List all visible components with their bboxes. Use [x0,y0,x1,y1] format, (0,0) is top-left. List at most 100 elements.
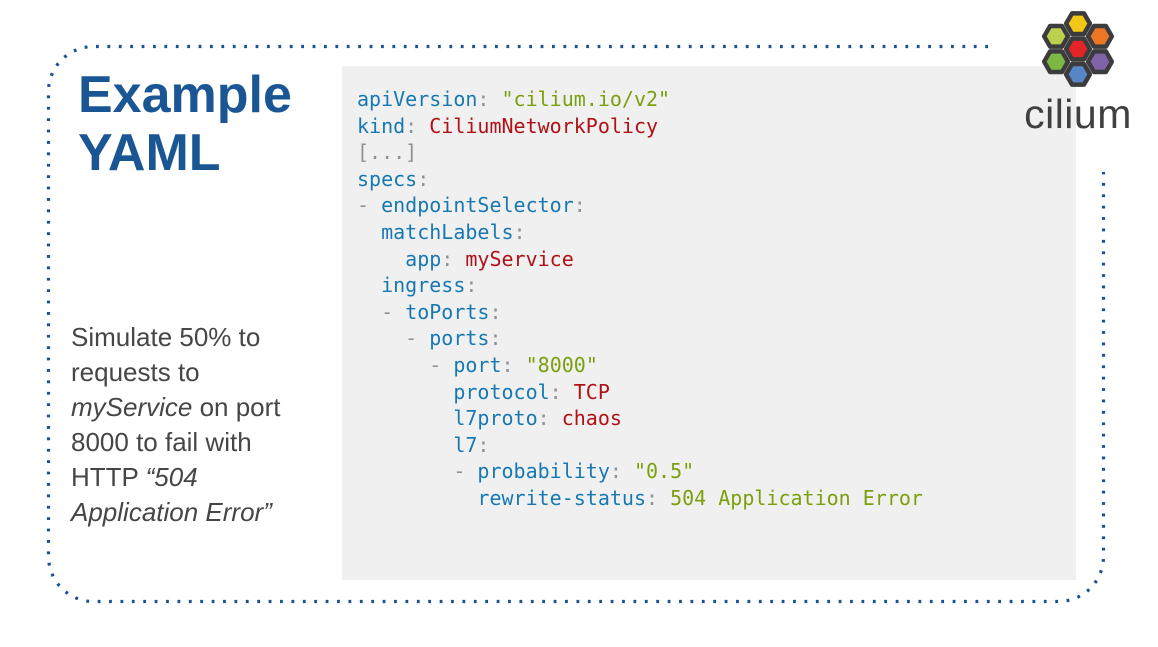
code-token-plain [357,380,453,404]
code-token-punctuation: : [501,352,526,377]
code-token-punctuation: - [405,326,430,351]
code-token-value: myService [465,246,574,271]
description-segment: HTTP [71,462,146,492]
code-token-key: app [405,246,442,271]
description-segment: “504 [145,462,198,492]
code-token-punctuation: : [477,87,502,111]
code-token-value: chaos [561,406,622,431]
cilium-logo-icon [1041,11,1115,87]
code-token-plain [357,247,405,271]
code-token-punctuation: : [465,273,478,298]
code-token-punctuation: [...] [357,140,418,165]
code-token-plain [357,433,453,457]
code-token-punctuation: : [477,432,490,457]
code-token-key: port [453,352,502,377]
code-line: - endpointSelector: [357,192,1076,219]
code-token-punctuation: : [405,113,430,138]
code-token-punctuation: : [489,299,502,324]
description-line: 8000 to fail with [71,425,346,460]
code-line: rewrite-status: 504 Application Error [357,485,1076,512]
cilium-logo: cilium [1003,8,1153,136]
code-line: - probability: "0.5" [357,458,1076,485]
description-segment: 8000 to fail with [71,427,252,457]
code-token-punctuation: : [417,166,430,191]
code-token-plain [357,406,453,430]
hexagon-lower-right [1085,49,1115,75]
description-segment: Application Error” [71,497,272,527]
code-token-plain [357,220,381,244]
code-token-value: TCP [573,379,610,404]
hexagon-center [1063,36,1093,62]
code-token-plain [357,459,453,483]
code-token-key: matchLabels [381,219,514,244]
code-line: l7proto: chaos [357,405,1076,432]
code-token-key: protocol [453,379,550,404]
code-token-punctuation: - [357,193,382,218]
cilium-wordmark: cilium [1024,91,1132,137]
code-token-plain [357,300,381,324]
code-token-punctuation: : [549,379,574,404]
code-line: - toPorts: [357,299,1076,326]
code-token-string: "cilium.io/v2" [501,87,671,111]
description-segment: Simulate 50% to [71,322,261,352]
code-token-key: ingress [381,273,466,298]
code-line: matchLabels: [357,219,1076,246]
description-line: HTTP “504 [71,460,346,495]
code-line: - ports: [357,325,1076,352]
code-token-key: probability [477,459,610,484]
code-token-punctuation: : [573,193,586,218]
code-token-punctuation: : [646,485,671,510]
code-token-string: "0.5" [633,459,695,484]
code-token-key: l7 [453,432,478,457]
code-line: - port: "8000" [357,352,1076,379]
page-title-line2: YAML [78,124,221,182]
code-token-punctuation: : [537,406,562,431]
hexagon-top [1063,11,1093,37]
code-token-key: l7proto [453,406,538,431]
description-segment: on port [192,392,281,422]
code-line: apiVersion: "cilium.io/v2" [357,86,1076,113]
hexagon-bottom [1063,61,1093,87]
description-line: myService on port [71,390,346,425]
code-token-key: rewrite-status [477,485,646,510]
hexagon-upper-right [1085,23,1115,49]
description-segment: requests to [71,357,200,387]
code-token-punctuation: : [489,326,502,351]
code-line: kind: CiliumNetworkPolicy [357,113,1076,140]
code-line: l7: [357,432,1076,459]
code-token-punctuation: - [429,352,454,377]
code-token-punctuation: - [453,459,478,484]
page-title-line1: Example [78,66,292,124]
code-token-punctuation: : [609,459,634,484]
code-token-key: kind [357,113,406,138]
code-token-value: CiliumNetworkPolicy [429,113,659,138]
code-token-string: 504 Application Error [670,485,923,510]
hexagon-upper-left [1041,23,1071,49]
description-segment: myService [71,392,193,422]
page-title: Example YAML [78,66,358,182]
description-line: Application Error” [71,495,346,530]
code-panel: apiVersion: "cilium.io/v2"kind: CiliumNe… [342,66,1076,580]
code-token-key: toPorts [405,299,490,324]
description-line: Simulate 50% to [71,320,346,355]
code-line: specs: [357,166,1076,193]
code-token-punctuation: : [441,246,466,271]
code-line: [...] [357,139,1076,166]
code-token-plain [357,486,477,510]
code-token-string: "8000" [525,352,598,377]
code-token-plain [357,273,381,297]
code-line: protocol: TCP [357,379,1076,406]
code-block: apiVersion: "cilium.io/v2"kind: CiliumNe… [357,86,1076,512]
code-token-plain [357,353,429,377]
code-token-key: endpointSelector [381,193,574,218]
description-line: requests to [71,355,346,390]
code-token-key: ports [429,326,490,351]
code-token-plain [357,326,405,350]
code-line: ingress: [357,272,1076,299]
code-line: app: myService [357,246,1076,273]
code-token-key: apiVersion [357,87,478,111]
code-token-punctuation: - [381,299,406,324]
hexagon-lower-left [1041,49,1071,75]
